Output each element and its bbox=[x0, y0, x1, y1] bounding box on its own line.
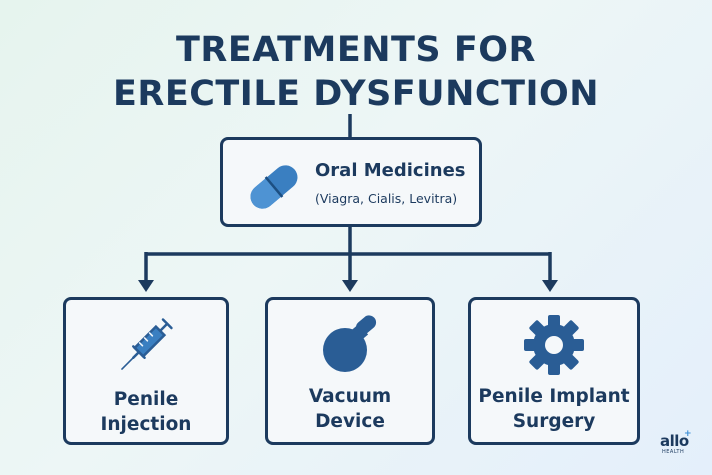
allo-health-logo: allo + HEALTH bbox=[660, 429, 700, 462]
syringe-icon bbox=[121, 318, 173, 370]
vacuum-device-label: Vacuum Device bbox=[308, 386, 392, 432]
title-line-1: TREATMENTS FOR bbox=[176, 30, 536, 70]
pill-icon bbox=[250, 165, 298, 209]
arrowhead-right bbox=[542, 280, 558, 292]
penile-injection-label: Penile Injection bbox=[100, 389, 192, 435]
logo-tagline: HEALTH bbox=[662, 449, 685, 455]
oral-medicines-label: Oral Medicines bbox=[315, 160, 466, 181]
gear-icon bbox=[524, 315, 584, 375]
penile-implant-surgery-node: Penile Implant Surgery bbox=[468, 297, 640, 445]
vacuum-device-node: Vacuum Device bbox=[265, 297, 435, 445]
arrowhead-left bbox=[138, 280, 154, 292]
logo-wordmark: allo bbox=[660, 432, 689, 450]
penile-injection-node: Penile Injection bbox=[63, 297, 229, 445]
oral-medicines-node: Oral Medicines (Viagra, Cialis, Levitra) bbox=[220, 137, 482, 227]
logo-plus-icon: + bbox=[684, 429, 692, 439]
arrowhead-middle bbox=[342, 280, 358, 292]
penile-implant-surgery-label: Penile Implant Surgery bbox=[478, 386, 630, 432]
vacuum-pump-icon bbox=[323, 315, 377, 372]
oral-medicines-examples: (Viagra, Cialis, Levitra) bbox=[315, 191, 458, 206]
title-line-2: ERECTILE DYSFUNCTION bbox=[112, 74, 600, 114]
diagram-title: TREATMENTS FOR ERECTILE DYSFUNCTION bbox=[0, 28, 712, 116]
